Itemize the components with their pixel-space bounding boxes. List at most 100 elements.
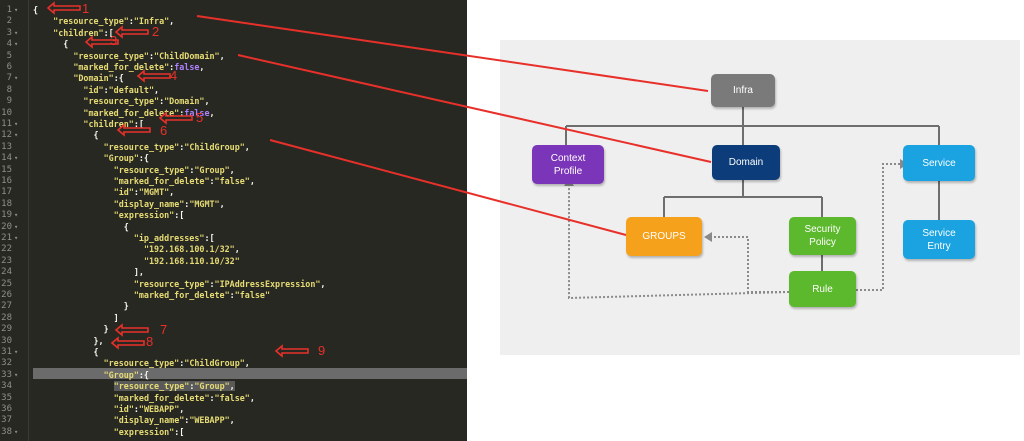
code-line[interactable]: 9 "resource_type":"Domain",: [0, 95, 467, 107]
line-number: 29: [1, 324, 12, 335]
code-line[interactable]: 5 "resource_type":"ChildDomain",: [0, 50, 467, 62]
code-token: [33, 187, 114, 197]
code-token: [33, 16, 53, 26]
code-token: :: [179, 358, 185, 369]
code-text: "marked_for_delete":"false",: [33, 175, 255, 187]
code-line[interactable]: 37 "display_name":"WEBAPP",: [0, 414, 467, 426]
line-number: 25: [1, 278, 12, 289]
code-token: ,: [229, 415, 235, 426]
code-text: "id":"MGMT",: [33, 186, 175, 198]
code-line[interactable]: 1▾{: [0, 4, 467, 16]
code-line[interactable]: 28 ]: [0, 312, 467, 324]
code-line[interactable]: 17 "id":"MGMT",: [0, 186, 467, 198]
code-token: [33, 108, 83, 118]
code-line[interactable]: 38▾ "expression":[: [0, 426, 467, 438]
domain-node: Domain: [712, 145, 780, 180]
fold-toggle-icon[interactable]: ▾: [14, 370, 19, 379]
code-line[interactable]: 33▾ "Group":{: [0, 369, 467, 381]
code-token: "resource_type": [73, 50, 149, 61]
code-text: "children":[: [33, 27, 114, 39]
code-line[interactable]: 13 "resource_type":"ChildGroup",: [0, 141, 467, 153]
code-token: "display_name": [113, 198, 185, 209]
code-line[interactable]: 26 "marked_for_delete":"false": [0, 289, 467, 301]
fold-toggle-icon[interactable]: ▾: [14, 427, 19, 436]
security-policy-node: Security Policy: [789, 217, 856, 255]
code-token: [33, 404, 114, 414]
code-token: [33, 370, 104, 380]
code-line[interactable]: 16 "marked_for_delete":"false",: [0, 175, 467, 187]
code-line[interactable]: 3▾ "children":[: [0, 27, 467, 39]
code-token: :[: [204, 233, 215, 243]
code-line[interactable]: 7▾ "Domain":{: [0, 72, 467, 84]
fold-toggle-icon[interactable]: ▾: [14, 154, 19, 163]
fold-toggle-icon[interactable]: ▾: [14, 120, 19, 128]
code-text: "192.168.100.1/32",: [33, 243, 240, 255]
code-token: ,: [169, 187, 175, 198]
line-number: 24: [1, 267, 12, 278]
line-number: 23: [1, 255, 12, 266]
code-token: ,: [244, 358, 250, 369]
code-token: "false": [214, 392, 250, 403]
code-line[interactable]: 24 ],: [0, 266, 467, 278]
fold-toggle-icon[interactable]: ▾: [14, 28, 19, 37]
line-number: 11: [1, 119, 12, 129]
code-line[interactable]: 36 "id":"WEBAPP",: [0, 403, 467, 415]
fold-toggle-icon[interactable]: ▾: [14, 40, 19, 49]
code-token: [33, 427, 114, 437]
code-line[interactable]: 2 "resource_type":"Infra",: [0, 15, 467, 27]
code-line[interactable]: 23 "192.168.110.10/32": [0, 255, 467, 267]
fold-toggle-icon[interactable]: ▾: [14, 348, 19, 356]
code-text: "marked_for_delete":false,: [33, 107, 214, 119]
code-token: [33, 358, 104, 368]
code-line[interactable]: 8 "id":"default",: [0, 84, 467, 96]
code-line[interactable]: 19▾ "expression":[: [0, 209, 467, 221]
code-token: "id": [113, 187, 134, 198]
code-line[interactable]: 14▾ "Group":{: [0, 152, 467, 164]
code-line[interactable]: 11▾ "children":[: [0, 118, 467, 130]
code-line[interactable]: 22 "192.168.100.1/32",: [0, 243, 467, 255]
code-line[interactable]: 27 }: [0, 300, 467, 312]
code-line[interactable]: 10 "marked_for_delete":false,: [0, 107, 467, 119]
fold-toggle-icon[interactable]: ▾: [14, 74, 19, 83]
code-editor[interactable]: 1▾{2 "resource_type":"Infra",3▾ "childre…: [0, 0, 467, 441]
code-token: :: [148, 50, 155, 61]
code-line[interactable]: 20▾ {: [0, 221, 467, 233]
code-line[interactable]: 35 "marked_for_delete":"false",: [0, 392, 467, 404]
code-line[interactable]: 6 "marked_for_delete":false,: [0, 61, 467, 73]
code-text: "id":"default",: [33, 84, 159, 96]
fold-toggle-icon[interactable]: ▾: [14, 131, 19, 140]
line-number: 8: [6, 84, 12, 95]
code-line[interactable]: 21▾ "ip_addresses":[: [0, 232, 467, 244]
fold-toggle-icon[interactable]: ▾: [14, 6, 19, 14]
code-line[interactable]: 31▾ {: [0, 346, 467, 358]
code-line[interactable]: 4▾ {: [0, 38, 467, 50]
code-token: "id": [83, 84, 104, 95]
fold-toggle-icon[interactable]: ▾: [14, 211, 19, 220]
code-text: {: [33, 4, 38, 16]
code-line[interactable]: 30 },: [0, 335, 467, 347]
code-line[interactable]: 25 "resource_type":"IPAddressExpression"…: [0, 278, 467, 290]
code-line[interactable]: 32 "resource_type":"ChildGroup",: [0, 357, 467, 369]
line-number: 17: [1, 187, 12, 198]
code-token: ,: [219, 50, 225, 61]
code-line[interactable]: 12▾ {: [0, 129, 467, 141]
line-number: 13: [1, 141, 12, 152]
code-token: [33, 279, 134, 289]
code-token: :: [159, 96, 165, 107]
code-token: "resource_type": [113, 381, 190, 392]
code-token: [33, 415, 114, 425]
line-number: 35: [1, 392, 12, 403]
code-line[interactable]: 29 }: [0, 323, 467, 335]
fold-toggle-icon[interactable]: ▾: [14, 234, 19, 242]
code-token: :: [189, 164, 195, 175]
code-line[interactable]: 18 "display_name":"MGMT",: [0, 198, 467, 210]
code-line[interactable]: 34 "resource_type":"Group",: [0, 380, 467, 392]
code-line[interactable]: 15 "resource_type":"Group",: [0, 164, 467, 176]
code-token: :: [184, 415, 190, 426]
code-token: :[: [174, 426, 185, 437]
code-text: ],: [33, 266, 144, 278]
fold-toggle-icon[interactable]: ▾: [14, 222, 19, 231]
gutter-separator: [28, 0, 29, 441]
code-token: [33, 119, 83, 129]
code-text: }: [33, 300, 129, 312]
